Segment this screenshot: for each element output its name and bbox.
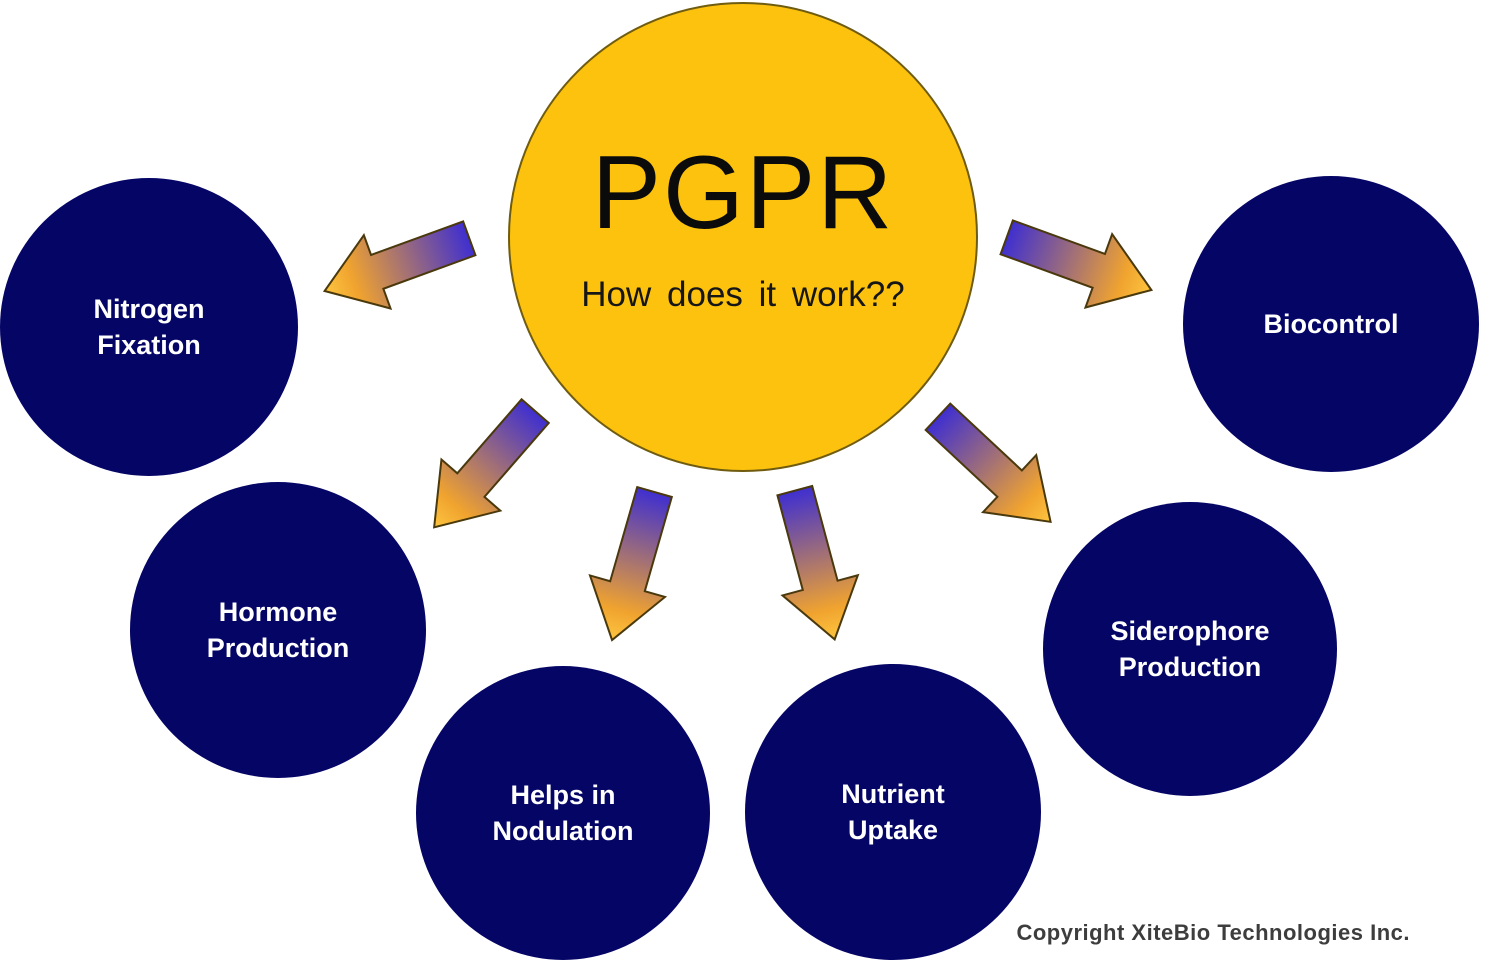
node-helps-in-nodulation: Helps in Nodulation xyxy=(416,666,710,960)
pgpr-subtitle: How does it work?? xyxy=(581,275,905,314)
node-label-line: Uptake xyxy=(847,815,939,845)
node-label-line: Fixation xyxy=(97,330,201,360)
pgpr-center-node: PGPR How does it work?? xyxy=(508,2,978,472)
node-label-line: Nodulation xyxy=(492,816,634,846)
node-label-line: Nitrogen xyxy=(93,293,205,324)
arrow-to-biocontrol-icon xyxy=(999,219,1154,309)
node-label-line: Siderophore xyxy=(1110,615,1270,646)
copyright-text: Copyright XiteBio Technologies Inc. xyxy=(1016,920,1410,945)
arrow-to-nutrient-uptake-icon xyxy=(776,484,860,642)
node-label-line: Biocontrol xyxy=(1263,308,1399,339)
node-nitrogen-fixation: Nitrogen Fixation xyxy=(0,178,298,476)
node-nutrient-uptake: Nutrient Uptake xyxy=(745,664,1041,960)
pgpr-title: PGPR xyxy=(591,135,895,251)
node-label-line: Production xyxy=(1118,652,1262,682)
arrow-to-helps-in-nodulation-icon xyxy=(588,485,674,642)
node-siderophore-production: Siderophore Production xyxy=(1043,502,1337,796)
node-label-line: Nutrient xyxy=(841,778,945,809)
node-label-line: Hormone xyxy=(218,596,338,627)
node-biocontrol: Biocontrol xyxy=(1183,176,1479,472)
node-label-line: Production xyxy=(206,633,350,663)
arrow-to-hormone-production-icon xyxy=(432,397,551,529)
arrow-to-nitrogen-fixation-icon xyxy=(322,220,477,310)
arrow-to-siderophore-production-icon xyxy=(924,402,1052,524)
node-label-line: Helps in xyxy=(510,779,616,810)
node-hormone-production: Hormone Production xyxy=(130,482,426,778)
